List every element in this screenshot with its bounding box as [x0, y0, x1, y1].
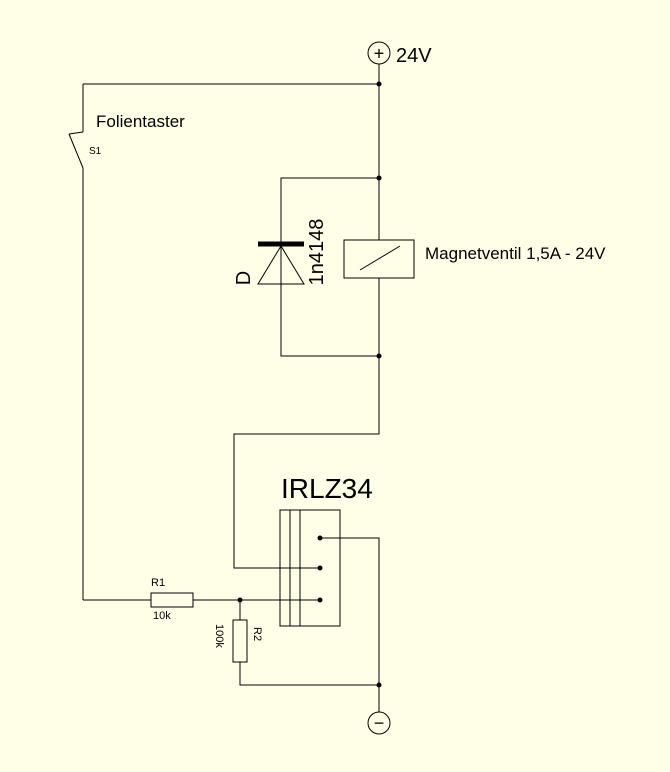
valve-label: Magnetventil 1,5A - 24V [425, 244, 606, 263]
diode-top-wire [280, 177, 379, 244]
r2-bottom-wire [239, 662, 379, 686]
negative-sign: − [374, 713, 385, 733]
supply-positive-terminal [367, 41, 391, 65]
supply-voltage-label: 24V [396, 45, 432, 67]
valve-coil-diagonal [359, 245, 401, 271]
junction-dot [376, 81, 382, 87]
r1-value-label: 10k [153, 610, 171, 622]
mosfet-drain-pin [317, 565, 323, 571]
supply-positive: + 24V [367, 41, 432, 67]
mosfet-irlz34: IRLZ34 [279, 473, 373, 627]
resistor-r2: R2 100k [213, 619, 263, 663]
junction-dot [237, 597, 243, 603]
mosfet-body [279, 509, 341, 627]
mosfet-gate-pin [317, 597, 323, 603]
valve-coil: Magnetventil 1,5A - 24V [343, 239, 606, 279]
mosfet-part-label: IRLZ34 [281, 473, 373, 504]
junction-dot [376, 353, 382, 359]
switch-blade [68, 133, 84, 169]
diode-part-label: 1n4148 [306, 219, 328, 286]
drain-wire [233, 356, 380, 569]
r2-ref-label: R2 [251, 627, 263, 641]
switch-s1: Folientaster S1 [68, 112, 185, 169]
diode-bottom-wire [280, 284, 379, 357]
valve-coil-box [343, 239, 415, 279]
switch-ref-label: S1 [89, 146, 102, 157]
diode-ref-label: D [233, 271, 255, 285]
junctions [237, 81, 382, 688]
r2-body [232, 619, 248, 663]
positive-sign: + [374, 44, 385, 64]
junction-dot [376, 682, 382, 688]
resistor-r1: R1 10k [150, 577, 194, 622]
r1-ref-label: R1 [151, 577, 165, 589]
supply-negative-terminal [367, 711, 391, 735]
supply-negative: − [367, 711, 391, 735]
r2-value-label: 100k [213, 624, 225, 648]
switch-contact-stub [68, 131, 84, 135]
diode-d: D 1n4148 [233, 219, 328, 286]
wires [82, 64, 380, 712]
mosfet-source-pin [317, 535, 323, 541]
switch-name-label: Folientaster [96, 112, 185, 131]
r1-body [150, 592, 194, 608]
junction-dot [376, 175, 382, 181]
